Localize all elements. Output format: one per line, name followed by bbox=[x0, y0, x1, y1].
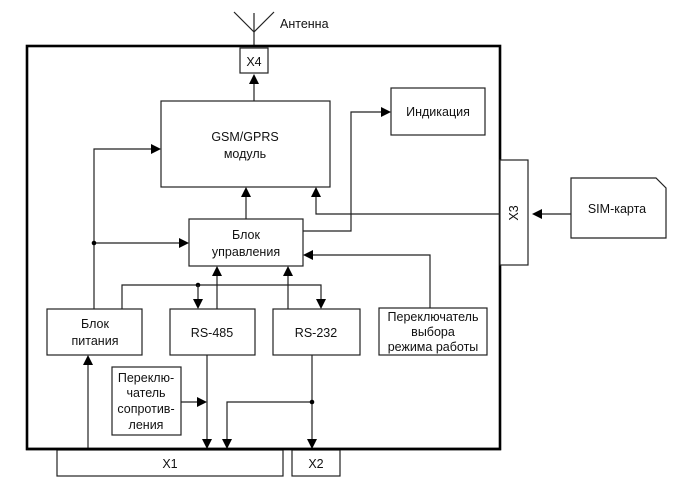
rs232-label: RS-232 bbox=[295, 326, 337, 340]
mode-switch-line2: выбора bbox=[411, 325, 455, 339]
arrow-down-icon bbox=[307, 439, 317, 449]
resistance-switch-line1: Переклю- bbox=[118, 371, 174, 385]
connector-x4-label: X4 bbox=[246, 55, 261, 69]
arrow-right-icon bbox=[179, 238, 189, 248]
wire-mode-switch-control bbox=[312, 254, 431, 308]
junction-dot bbox=[309, 399, 315, 405]
connector-x4 bbox=[239, 47, 269, 74]
arrow-left-icon bbox=[303, 250, 313, 260]
gsm-module-line1: GSM/GPRS bbox=[211, 130, 278, 144]
power-block bbox=[46, 308, 143, 356]
resistance-switch-line2: чатель bbox=[126, 386, 165, 400]
rs232-block bbox=[272, 308, 361, 356]
gsm-module-block bbox=[160, 100, 331, 188]
rs485-label: RS-485 bbox=[191, 326, 233, 340]
resistance-switch-block bbox=[111, 366, 182, 436]
wire-control-indication bbox=[303, 111, 382, 232]
sim-card-label: SIM-карта bbox=[588, 202, 646, 216]
arrow-up-icon bbox=[249, 74, 259, 84]
arrow-down-icon bbox=[193, 299, 203, 309]
resistance-switch-line4: ления bbox=[129, 418, 164, 432]
arrow-up-icon bbox=[283, 266, 293, 276]
arrow-right-icon bbox=[151, 144, 161, 154]
power-block-line2: питания bbox=[72, 334, 119, 348]
mode-switch-block bbox=[378, 307, 488, 356]
connector-x2-label: X2 bbox=[308, 457, 323, 471]
wire-power-rs-bus bbox=[121, 284, 322, 309]
power-block-line1: Блок bbox=[81, 317, 109, 331]
sim-card-block bbox=[570, 177, 667, 239]
arrow-down-icon bbox=[202, 439, 212, 449]
arrow-up-icon bbox=[241, 187, 251, 197]
arrow-up-icon bbox=[212, 266, 222, 276]
wire-rs232-x1 bbox=[226, 401, 312, 440]
arrow-down-icon bbox=[316, 299, 326, 309]
indication-block bbox=[390, 87, 486, 136]
connector-x2 bbox=[291, 449, 341, 477]
arrow-right-icon bbox=[197, 397, 207, 407]
resistance-switch-line3: сопротив- bbox=[117, 402, 174, 416]
junction-dot bbox=[91, 240, 97, 246]
arrow-left-icon bbox=[532, 209, 542, 219]
connector-x3-label: X3 bbox=[507, 205, 521, 220]
mode-switch-line3: режима работы bbox=[388, 340, 479, 354]
arrow-up-icon bbox=[83, 355, 93, 365]
mode-switch-line1: Переключатель bbox=[388, 310, 479, 324]
control-block bbox=[188, 218, 304, 267]
gsm-module-line2: модуль bbox=[224, 147, 266, 161]
rs485-block bbox=[169, 308, 256, 356]
control-block-line1: Блок bbox=[232, 228, 260, 242]
wire-power-gsm bbox=[93, 148, 152, 309]
arrow-right-icon bbox=[381, 107, 391, 117]
connector-x1 bbox=[56, 449, 284, 477]
connector-x3 bbox=[499, 159, 529, 266]
arrow-down-icon bbox=[222, 439, 232, 449]
control-block-line2: управления bbox=[212, 245, 280, 259]
connector-x1-label: X1 bbox=[162, 457, 177, 471]
antenna-icon bbox=[233, 11, 275, 46]
arrow-up-icon bbox=[311, 187, 321, 197]
wire-x3-gsm bbox=[315, 196, 500, 215]
indication-label: Индикация bbox=[406, 105, 470, 119]
antenna-label: Антенна bbox=[280, 17, 329, 31]
